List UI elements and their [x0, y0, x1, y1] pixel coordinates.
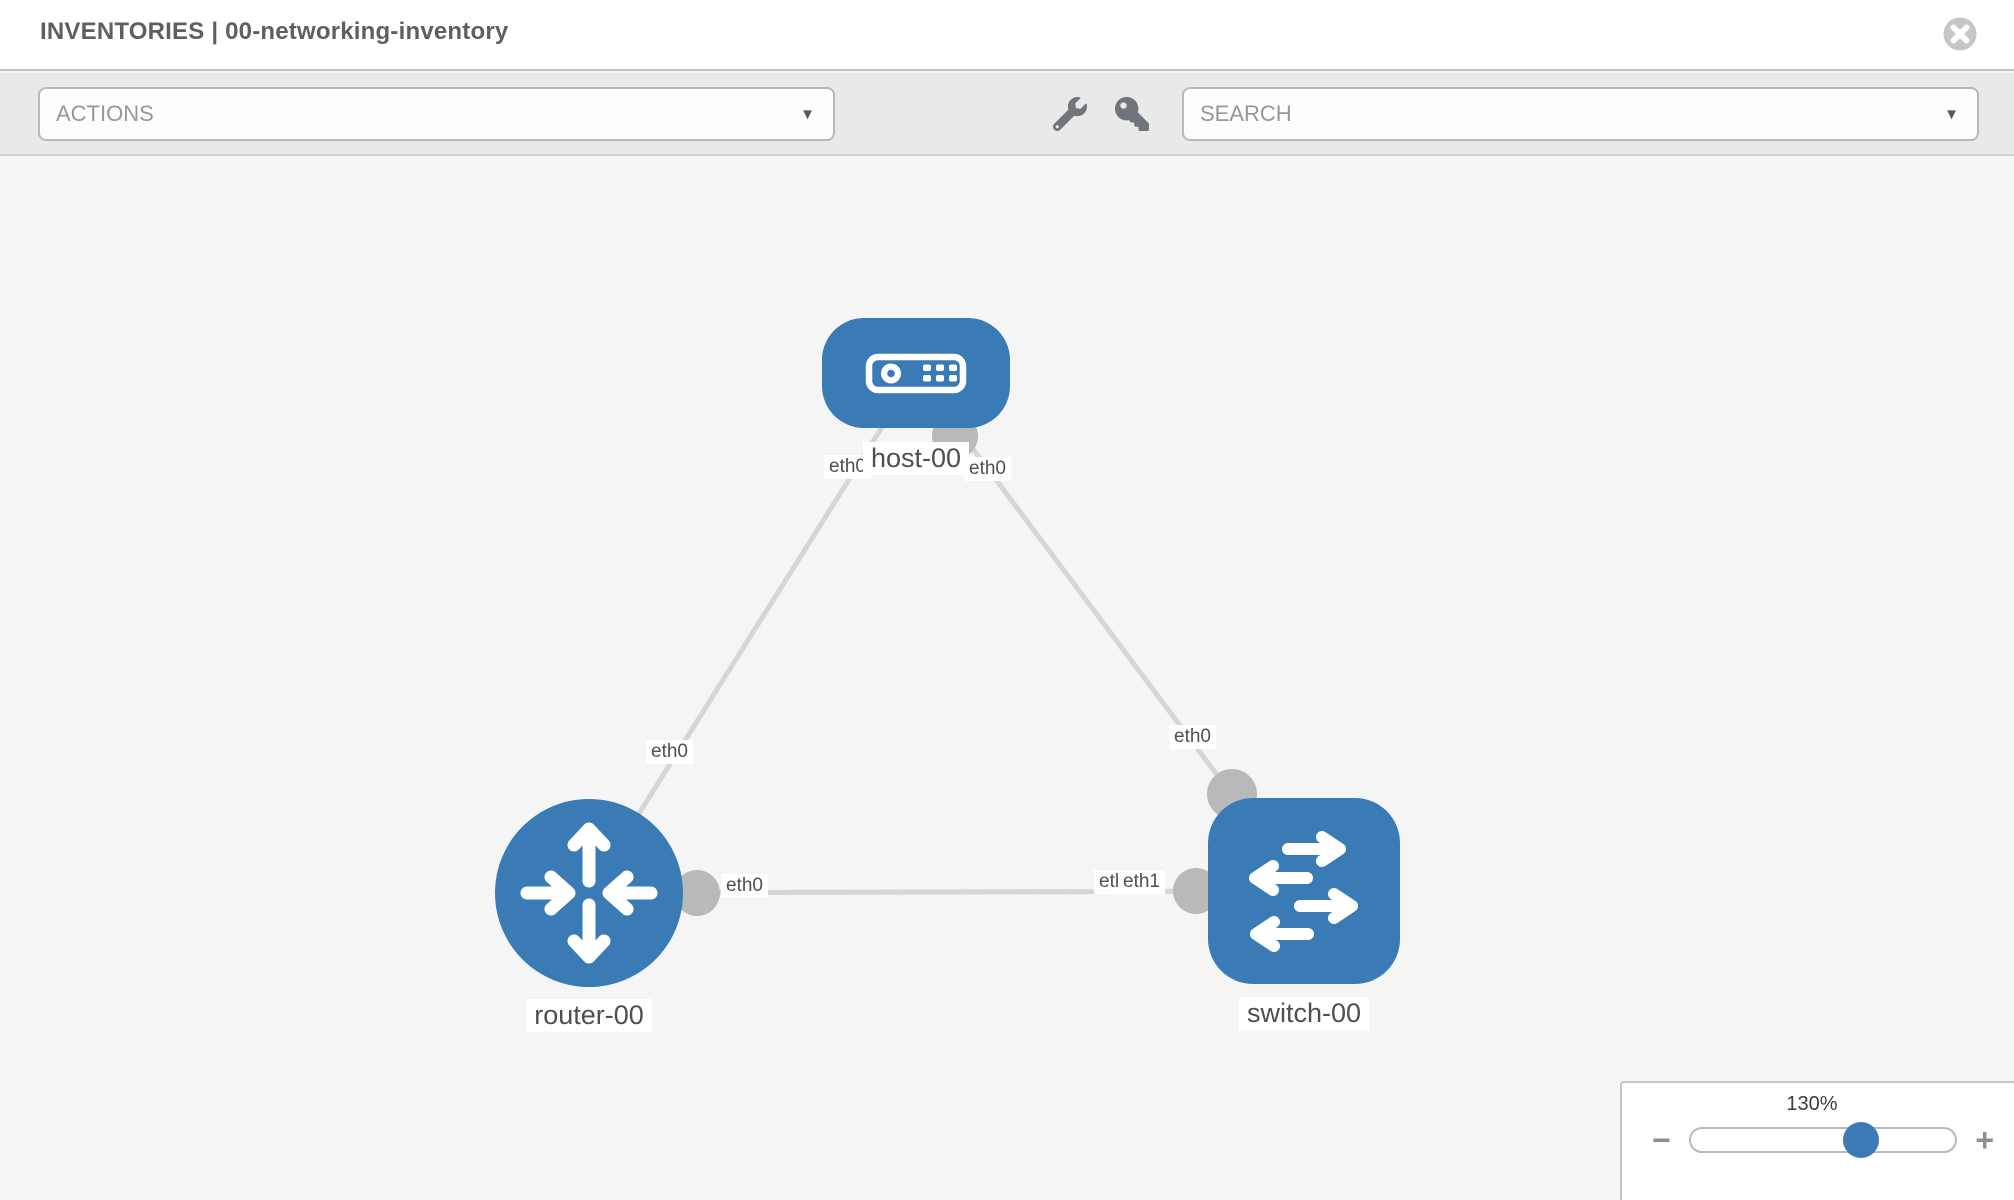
interface-label: eth0: [646, 740, 693, 764]
node-label-switch: switch-00: [1238, 997, 1370, 1030]
interface-label: eth1: [1118, 870, 1165, 894]
page-title: INVENTORIES | 00-networking-inventory: [40, 18, 509, 45]
toolbar: ACTIONS ▼ SEARCH ▼: [0, 73, 2014, 156]
actions-dropdown[interactable]: ACTIONS ▼: [38, 87, 835, 141]
chevron-down-icon: ▼: [800, 105, 815, 123]
server-icon: [865, 353, 967, 394]
credentials-button[interactable]: [1112, 95, 1152, 135]
interface-label: eth0: [964, 457, 1011, 481]
zoom-panel: 130% − +: [1620, 1081, 2014, 1200]
node-label-host: host-00: [862, 442, 970, 475]
node-router[interactable]: [495, 799, 683, 987]
close-button[interactable]: [1942, 16, 1978, 52]
chevron-down-icon: ▼: [1944, 105, 1959, 123]
modal-header: INVENTORIES | 00-networking-inventory: [0, 0, 2014, 71]
router-arrows-icon: [520, 822, 658, 964]
interface-label: eth0: [1169, 725, 1216, 749]
zoom-slider-thumb[interactable]: [1843, 1122, 1880, 1158]
configure-button[interactable]: [1050, 95, 1090, 135]
wrench-icon: [1052, 96, 1087, 131]
node-switch[interactable]: [1208, 798, 1400, 984]
node-host[interactable]: [822, 318, 1010, 428]
interface-label: eth0: [721, 874, 768, 898]
search-dropdown[interactable]: SEARCH ▼: [1182, 87, 1979, 141]
topology-graph: [495, 318, 1400, 987]
zoom-in-button[interactable]: +: [1971, 1124, 1998, 1156]
close-icon: [1943, 17, 1977, 51]
key-icon: [1115, 96, 1149, 131]
search-placeholder: SEARCH: [1200, 101, 1292, 126]
node-label-router: router-00: [526, 999, 652, 1032]
zoom-out-button[interactable]: −: [1648, 1124, 1675, 1156]
connector-switch-left: [1173, 868, 1219, 914]
actions-label: ACTIONS: [56, 101, 154, 126]
zoom-slider-track[interactable]: [1688, 1122, 1958, 1158]
connector-router-right: [674, 870, 720, 916]
topology-canvas[interactable]: eth0 host-00 eth0 eth0 eth0 eth0 eth0 et…: [0, 158, 2014, 1200]
zoom-level: 130%: [1786, 1093, 1838, 1115]
switch-arrows-icon: [1249, 831, 1358, 952]
